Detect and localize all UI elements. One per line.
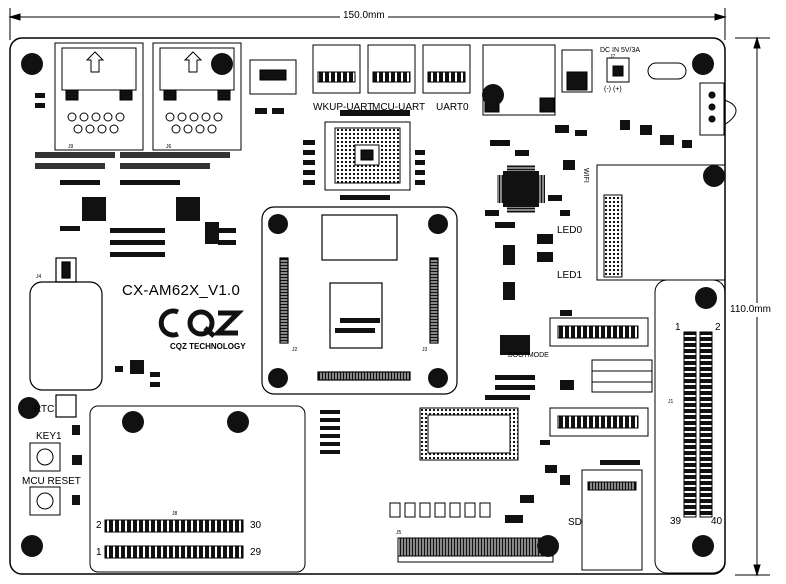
j8-connector <box>89 405 306 573</box>
led1-label: LED1 <box>557 270 583 281</box>
j9-ref: J9 <box>68 144 74 150</box>
j1-40pin-header <box>654 279 726 574</box>
fuse-row <box>389 502 491 518</box>
key1-button <box>29 442 61 472</box>
rtc-battery <box>29 257 103 418</box>
width-dimension-label: 150.0mm <box>340 11 388 21</box>
j1-pin-39: 39 <box>670 516 682 527</box>
sd-slot <box>581 469 643 571</box>
led0-label: LED0 <box>557 225 583 236</box>
board-outline <box>9 37 726 575</box>
ethernet-jack-right <box>152 42 242 151</box>
j8-ref: J8 <box>172 511 178 517</box>
mcu-chip <box>497 165 545 213</box>
ethernet-pin-circles <box>67 112 223 134</box>
j1-pin-1: 1 <box>675 322 681 333</box>
bottom-flex-connector <box>397 537 554 563</box>
j8-pin-29: 29 <box>250 547 262 558</box>
j8-pin-2: 2 <box>96 520 102 531</box>
polarity-label: (-) (+) <box>604 86 622 93</box>
j7-ref: J7 <box>610 54 616 60</box>
height-dimension-label: 110.0mm <box>730 303 771 317</box>
soc-chip <box>324 121 411 191</box>
dc-jack <box>561 49 687 93</box>
sd-label: SD <box>568 517 582 528</box>
dip-switch-blocks <box>549 317 653 437</box>
bootmode-label: BOOTMODE <box>508 352 549 359</box>
wifi-label: WIFI <box>582 168 589 183</box>
j1-pin-2: 2 <box>715 322 721 333</box>
uart0-label: UART0 <box>436 102 469 113</box>
flash-chip <box>419 407 519 461</box>
wifi-module <box>596 164 726 281</box>
cqz-logo <box>158 308 245 338</box>
side-connector <box>699 82 737 136</box>
board-name: CX-AM62X_V1.0 <box>122 282 241 299</box>
mcu-uart-label: MCU-UART <box>372 102 426 113</box>
led-indicators <box>503 234 553 300</box>
j1-pin-40: 40 <box>711 516 723 527</box>
ethernet-jack-left <box>54 42 144 151</box>
passive-components <box>35 93 692 523</box>
j1-ref: J1 <box>668 399 674 405</box>
mcu-reset-button <box>29 486 61 516</box>
j8-pin-30: 30 <box>250 520 262 531</box>
mounting-holes <box>18 53 725 557</box>
mcu-reset-label: MCU RESET <box>22 476 81 487</box>
j3-ref: J3 <box>422 347 428 353</box>
j5-ref: J5 <box>396 530 402 536</box>
brand-text: CQZ TECHNOLOGY <box>170 342 246 351</box>
som-module <box>261 206 458 395</box>
key1-label: KEY1 <box>36 431 62 442</box>
j2-ref: J2 <box>292 347 298 353</box>
usb-connector <box>249 59 297 95</box>
j6-ref: J6 <box>166 144 172 150</box>
rtc-label: RTC <box>34 404 55 415</box>
dc-in-label: DC IN 5V/3A <box>600 47 641 54</box>
uart-headers <box>312 44 471 94</box>
wkup-uart-label: WKUP-UART <box>313 102 374 113</box>
phy-chips <box>82 197 219 244</box>
j8-pin-1: 1 <box>96 547 102 558</box>
j4-ref: J4 <box>36 274 42 280</box>
